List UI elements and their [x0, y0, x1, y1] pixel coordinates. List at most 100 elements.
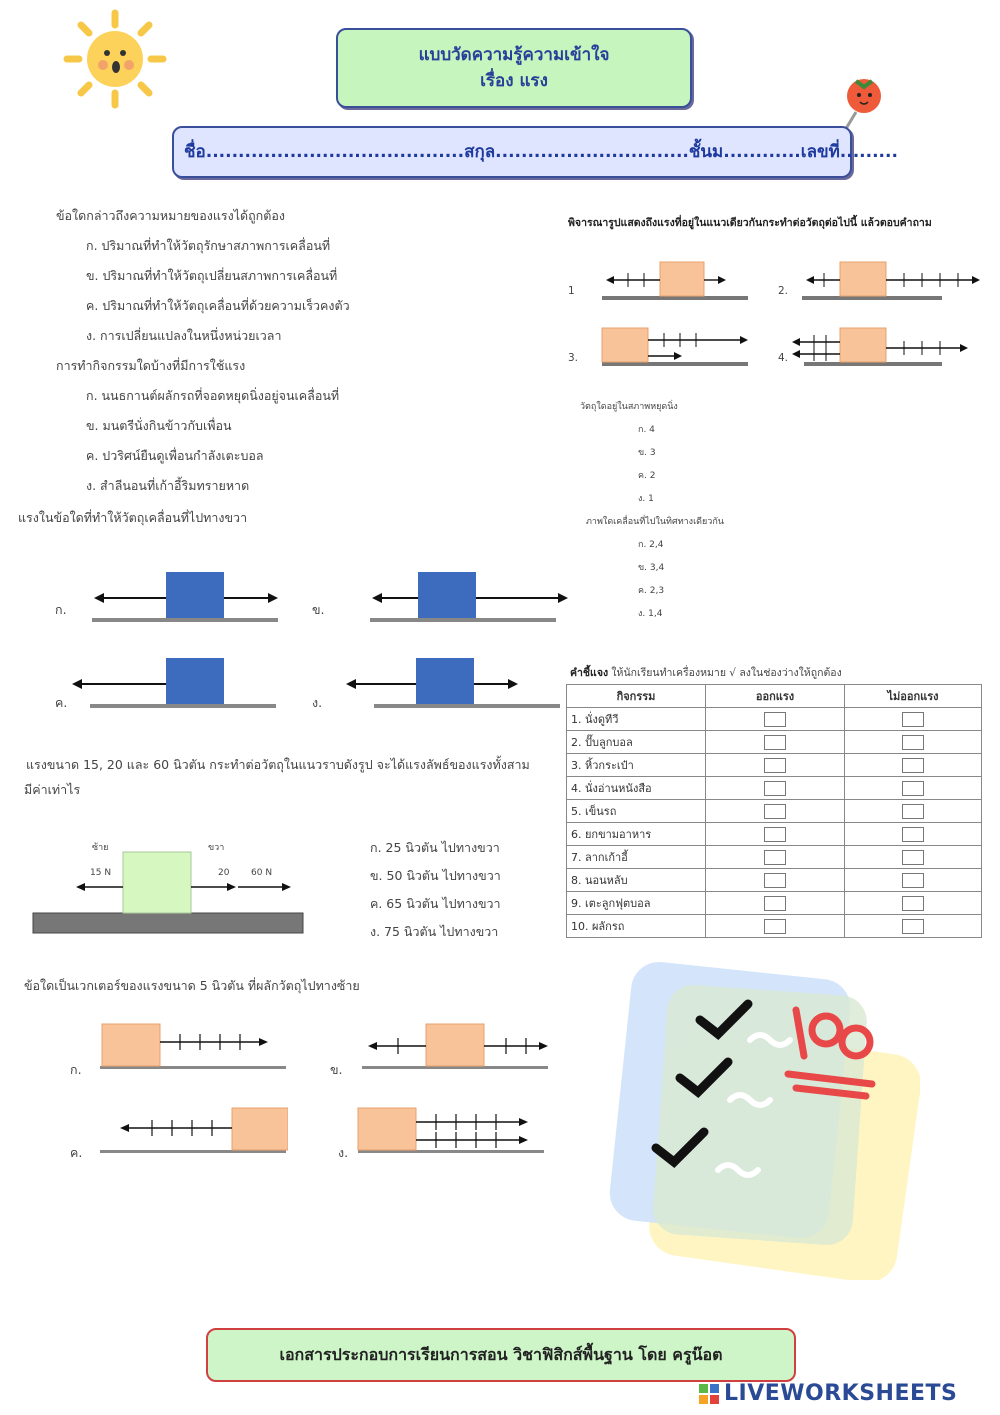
q2-choice-d[interactable]: ง. สำลีนอนที่เก้าอี้ริมทรายหาด: [86, 478, 250, 493]
activity-name: 6. ยกขามอาหาร: [566, 822, 706, 846]
table-row: 9. เตะลูกฟุตบอล: [566, 891, 982, 915]
sub1-choice-c[interactable]: ค. 2: [638, 471, 656, 481]
activity-name: 9. เตะลูกฟุตบอล: [566, 891, 706, 915]
q3-label-c[interactable]: ค.: [55, 695, 68, 710]
sub2-choice-d[interactable]: ง. 1,4: [638, 609, 663, 619]
q5-diagram-d[interactable]: [356, 1104, 546, 1158]
table-row: 5. เข็นรถ: [566, 799, 982, 823]
no-force-checkbox[interactable]: [902, 918, 924, 934]
q4-choice-c[interactable]: ค. 65 นิวตัน ไปทางขวา: [370, 896, 501, 911]
q2-choice-b[interactable]: ข. มนตรีนั่งกินข้าวกับเพื่อน: [86, 418, 232, 433]
q4-left-label: ซ้าย: [92, 843, 109, 853]
q3-label-d[interactable]: ง.: [312, 695, 323, 710]
activity-instruction-bold: คำชี้แจง: [570, 667, 609, 679]
no-force-checkbox[interactable]: [902, 780, 924, 796]
no-force-checkbox[interactable]: [902, 803, 924, 819]
force-checkbox[interactable]: [764, 780, 786, 796]
table-row: 2. ปั๊บลูกบอล: [566, 730, 982, 754]
q1-choice-c[interactable]: ค. ปริมาณที่ทำให้วัตถุเคลื่อนที่ด้วยความ…: [86, 298, 350, 313]
q1-choice-a[interactable]: ก. ปริมาณที่ทำให้วัตถุรักษาสภาพการเคลื่อ…: [86, 238, 331, 253]
q4-force-20: 20: [218, 868, 230, 878]
q1-choice-d[interactable]: ง. การเปลี่ยนแปลงในหนึ่งหน่วยเวลา: [86, 328, 282, 343]
table-row: 10. ผลักรถ: [566, 914, 982, 938]
activity-name: 7. ลากเก้าอี้: [566, 845, 706, 869]
activity-name: 3. หิ้วกระเป๋า: [566, 753, 706, 777]
q4-question-line2: มีค่าเท่าไร: [24, 782, 81, 797]
sub1-choice-a[interactable]: ก. 4: [638, 425, 655, 435]
q2-choice-a[interactable]: ก. นนธกานต์ผลักรถที่จอดหยุดนิ่งอยู่จนเคล…: [86, 388, 340, 403]
no-force-checkbox[interactable]: [902, 734, 924, 750]
activity-name: 5. เข็นรถ: [566, 799, 706, 823]
q5-label-c[interactable]: ค.: [70, 1145, 83, 1160]
brand-wordmark[interactable]: LIVEWORKSHEETS: [724, 1381, 958, 1406]
q5-question: ข้อใดเป็นเวกเตอร์ของแรงขนาด 5 นิวตัน ที่…: [24, 978, 360, 993]
no-force-checkbox[interactable]: [902, 711, 924, 727]
figure-label-2: 2.: [778, 285, 789, 297]
q3-label-a[interactable]: ก.: [55, 602, 67, 617]
sub1-choice-d[interactable]: ง. 1: [638, 494, 654, 504]
figure-label-3: 3.: [568, 352, 579, 364]
q5-label-a[interactable]: ก.: [70, 1062, 82, 1077]
force-checkbox[interactable]: [764, 803, 786, 819]
no-force-checkbox[interactable]: [902, 895, 924, 911]
q4-choice-d[interactable]: ง. 75 นิวตัน ไปทางขวา: [370, 924, 499, 939]
figure-1: [602, 261, 748, 300]
figure-label-1: 1: [568, 285, 575, 297]
sub2-choice-b[interactable]: ข. 3,4: [638, 563, 665, 573]
header-force: ออกแรง: [705, 684, 845, 708]
figure-4: [792, 327, 968, 366]
sub2-choice-c[interactable]: ค. 2,3: [638, 586, 665, 596]
force-checkbox[interactable]: [764, 872, 786, 888]
activity-name: 8. นอนหลับ: [566, 868, 706, 892]
q3-diagram-a[interactable]: [90, 566, 290, 628]
q5-label-d[interactable]: ง.: [338, 1145, 349, 1160]
q4-question-line1: แรงขนาด 15, 20 และ 60 นิวตัน กระทำต่อวัต…: [26, 757, 530, 772]
activity-header-row: กิจกรรม ออกแรง ไม่ออกแรง: [566, 684, 982, 708]
table-row: 6. ยกขามอาหาร: [566, 822, 982, 846]
q4-force-diagram: [32, 851, 304, 934]
force-checkbox[interactable]: [764, 711, 786, 727]
force-checkbox[interactable]: [764, 757, 786, 773]
force-checkbox[interactable]: [764, 918, 786, 934]
table-row: 8. นอนหลับ: [566, 868, 982, 892]
student-info-box: ชื่อ....................................…: [172, 126, 898, 178]
q5-label-b[interactable]: ข.: [330, 1062, 343, 1077]
q3-question: แรงในข้อใดที่ทำให้วัตถุเคลื่อนที่ไปทางขว…: [18, 510, 248, 525]
q4-choice-a[interactable]: ก. 25 นิวตัน ไปทางขวา: [370, 840, 500, 855]
no-force-checkbox[interactable]: [902, 826, 924, 842]
checklist-illustration-icon: [609, 961, 920, 1280]
q4-choice-b[interactable]: ข. 50 นิวตัน ไปทางขวา: [370, 868, 501, 883]
q3-diagram-d[interactable]: [342, 652, 562, 714]
force-checkbox[interactable]: [764, 849, 786, 865]
q3-diagram-b[interactable]: [368, 566, 574, 628]
force-checkbox[interactable]: [764, 734, 786, 750]
activity-name: 2. ปั๊บลูกบอล: [566, 730, 706, 754]
q5-diagram-b[interactable]: [360, 1020, 554, 1074]
figure-3: [601, 327, 748, 366]
q2-choice-c[interactable]: ค. ปวริศน์ยืนดูเพื่อนกำลังเตะบอล: [86, 448, 264, 463]
title-line-1: แบบวัดความรู้ความเข้าใจ: [418, 45, 610, 65]
q3-diagram-c[interactable]: [68, 652, 282, 714]
q4-force-60: 60 N: [251, 868, 273, 878]
sub2-choice-a[interactable]: ก. 2,4: [638, 540, 664, 550]
header-no-force: ไม่ออกแรง: [844, 684, 982, 708]
q3-label-b[interactable]: ข.: [312, 602, 325, 617]
sub2-question: ภาพใดเคลื่อนที่ไปในทิศทางเดียวกัน: [586, 517, 724, 527]
student-info-line[interactable]: ชื่อ....................................…: [184, 142, 898, 162]
no-force-checkbox[interactable]: [902, 872, 924, 888]
q5-diagram-a[interactable]: [98, 1020, 288, 1074]
q1-choice-b[interactable]: ข. ปริมาณที่ทำให้วัตถุเปลี่ยนสภาพการเคลื…: [86, 268, 338, 283]
footer-text: เอกสารประกอบการเรียนการสอน วิชาฟิสิกส์พื…: [279, 1345, 723, 1364]
sub1-choice-b[interactable]: ข. 3: [638, 448, 656, 458]
q5-diagram-c[interactable]: [98, 1104, 288, 1158]
figure-2: [802, 261, 980, 300]
q1-question: ข้อใดกล่าวถึงความหมายของแรงได้ถูกต้อง: [56, 208, 285, 223]
force-checkbox[interactable]: [764, 826, 786, 842]
no-force-checkbox[interactable]: [902, 849, 924, 865]
liveworksheets-logo-icon: [699, 1384, 719, 1404]
title-line-2: เรื่อง แรง: [480, 71, 548, 91]
header-activity: กิจกรรม: [566, 684, 706, 708]
no-force-checkbox[interactable]: [902, 757, 924, 773]
activity-instruction-text: ให้นักเรียนทำเครื่องหมาย √ ลงในช่องว่างใ…: [608, 667, 842, 679]
force-checkbox[interactable]: [764, 895, 786, 911]
